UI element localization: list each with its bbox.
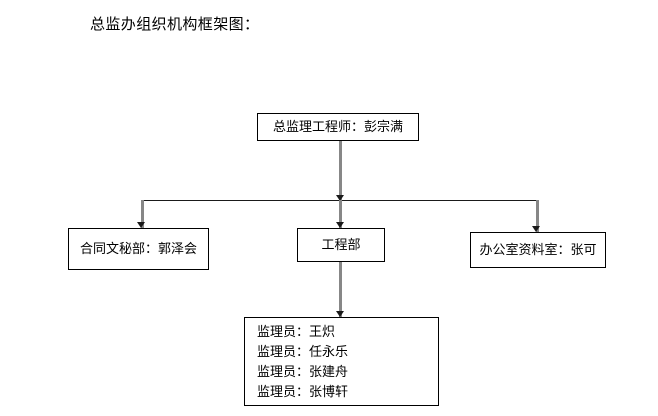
org-node-engineering-dept: 工程部	[297, 228, 385, 262]
connector-drop-right	[536, 200, 539, 232]
connector-root-stem	[339, 141, 342, 200]
org-node-label: 工程部	[321, 237, 361, 253]
list-item: 监理员：任永乐	[257, 345, 349, 360]
arrow-head-icon	[137, 222, 145, 228]
connector-drop-staff-list	[339, 262, 342, 317]
list-item: 监理员：张建舟	[257, 365, 349, 380]
org-node-office-archives: 办公室资料室：张可	[470, 232, 606, 268]
arrow-head-icon	[532, 226, 540, 232]
org-node-supervisor-staff-list: 监理员：王炽 监理员：任永乐 监理员：张建舟 监理员：张博轩	[244, 317, 439, 406]
org-node-label: 总监理工程师：彭宗满	[272, 119, 403, 135]
arrow-head-icon	[336, 195, 344, 201]
list-item: 监理员：张博轩	[257, 385, 349, 400]
org-node-contract-secretary-dept: 合同文秘部：郭泽会	[68, 228, 209, 270]
org-node-label: 办公室资料室：张可	[479, 242, 597, 258]
arrow-head-icon	[336, 311, 344, 317]
org-node-label: 合同文秘部：郭泽会	[79, 241, 197, 257]
list-item: 监理员：王炽	[257, 325, 336, 340]
connector-drop-center	[339, 200, 342, 228]
org-node-chief-supervisor: 总监理工程师：彭宗满	[257, 113, 419, 141]
page-title: 总监办组织机构框架图：	[90, 15, 260, 33]
arrow-head-icon	[336, 222, 344, 228]
connector-drop-left	[141, 200, 144, 228]
